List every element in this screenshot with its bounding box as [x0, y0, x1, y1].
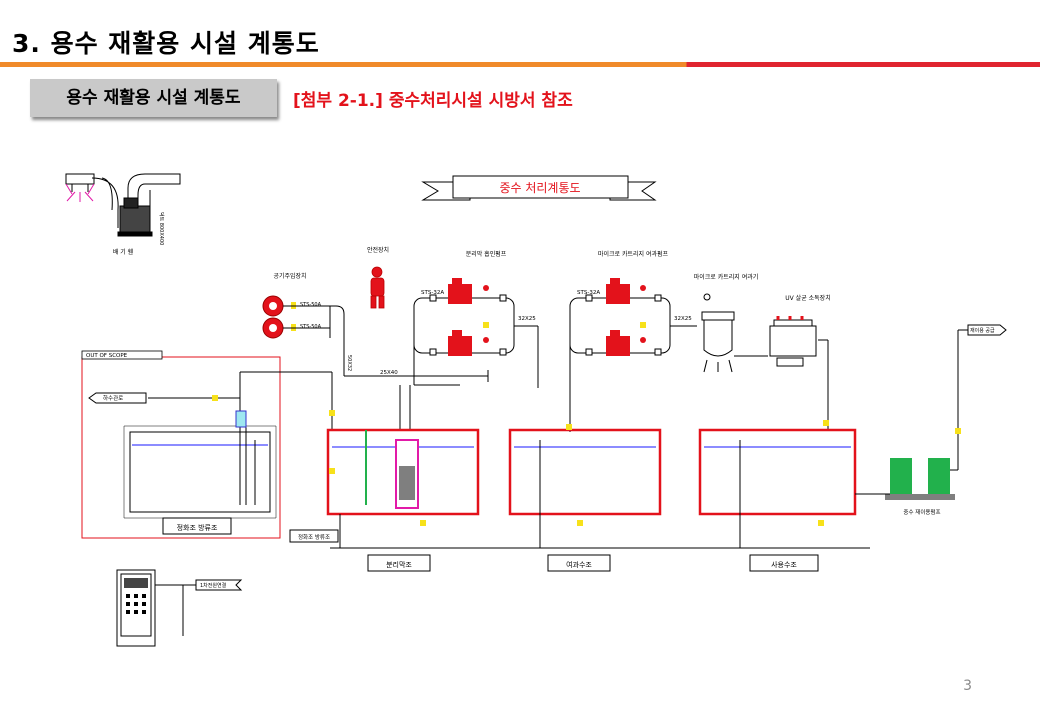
out-of-scope-box: OUT OF SCOPE 정화조 방류조 — [81, 350, 281, 539]
svg-text:여과수조: 여과수조 — [566, 560, 592, 569]
panel-tag: 1차전원연결 — [200, 582, 227, 589]
banner-title: 중수 처리계통도 — [499, 181, 580, 195]
septic-tank-label: 정화조 방류조 — [177, 523, 218, 532]
svg-text:32X25: 32X25 — [518, 316, 536, 322]
svg-text:32X25: 32X25 — [674, 316, 692, 322]
svg-text:50X32: 50X32 — [346, 355, 352, 371]
tank-filtration-label-box: 여과수조 — [547, 554, 611, 572]
control-panel-icon — [116, 569, 156, 647]
separation-pump-icon — [429, 278, 507, 356]
micro-pump-icon — [585, 278, 662, 356]
tank-separation-label-box: 분리막조 — [367, 554, 431, 572]
micro-pump-label: 마이크로 카트리지 여과펌프 — [598, 250, 669, 258]
blower-label: 공기주입장치 — [273, 272, 306, 280]
svg-text:STS-32A: STS-32A — [577, 290, 600, 296]
valve-markers — [212, 322, 961, 526]
septic-side-label: 정화조 방류조 — [298, 533, 330, 541]
reuse-supply-label: 재이용 공급 — [970, 327, 995, 334]
tank-use — [698, 428, 857, 516]
cartridge-filter-icon — [701, 293, 735, 373]
title-underline — [0, 62, 1040, 67]
tank-filtration — [508, 428, 662, 516]
svg-text:OUT OF SCOPE: OUT OF SCOPE — [86, 353, 128, 359]
svg-text:사용수조: 사용수조 — [771, 560, 797, 569]
svg-text:분리막조: 분리막조 — [386, 560, 412, 569]
reference-note: [첨부 2-1.] 중수처리시설 시방서 참조 — [293, 91, 573, 111]
page-number: 3 — [963, 678, 972, 694]
micro-filter-label: 마이크로 카트리지 여과기 — [694, 273, 759, 281]
uv-label: UV 살균 소독장치 — [785, 294, 830, 302]
separation-pump-label: 분리막 흡인펌프 — [466, 250, 507, 258]
svg-text:덕트 800X400: 덕트 800X400 — [158, 212, 165, 245]
safety-device-icon — [370, 266, 385, 309]
section-tag: 용수 재활용 시설 계통도 — [30, 79, 277, 117]
reuse-pump-icon — [885, 458, 955, 500]
uv-sterilizer-icon — [769, 316, 817, 367]
tank-use-label-box: 사용수조 — [749, 554, 819, 572]
svg-text:STS-32A: STS-32A — [421, 290, 444, 296]
svg-text:25X40: 25X40 — [380, 370, 398, 376]
page-title: 3. 용수 재활용 시설 계통도 — [12, 29, 320, 58]
svg-text:STS-50A: STS-50A — [300, 302, 322, 308]
sewer-label: 하수관로 — [103, 394, 123, 402]
tank-separation — [326, 428, 480, 516]
blower-icon — [262, 295, 296, 339]
exhaust-fan-label: 배 기 휀 — [113, 248, 134, 256]
safety-device-label: 안전장치 — [367, 246, 389, 254]
diagram-banner: 중수 처리계통도 — [421, 175, 657, 201]
reuse-pump-label: 중수 재이용펌프 — [903, 508, 940, 516]
svg-text:STS-50A: STS-50A — [300, 324, 322, 330]
exhaust-fan-icon — [65, 173, 181, 237]
